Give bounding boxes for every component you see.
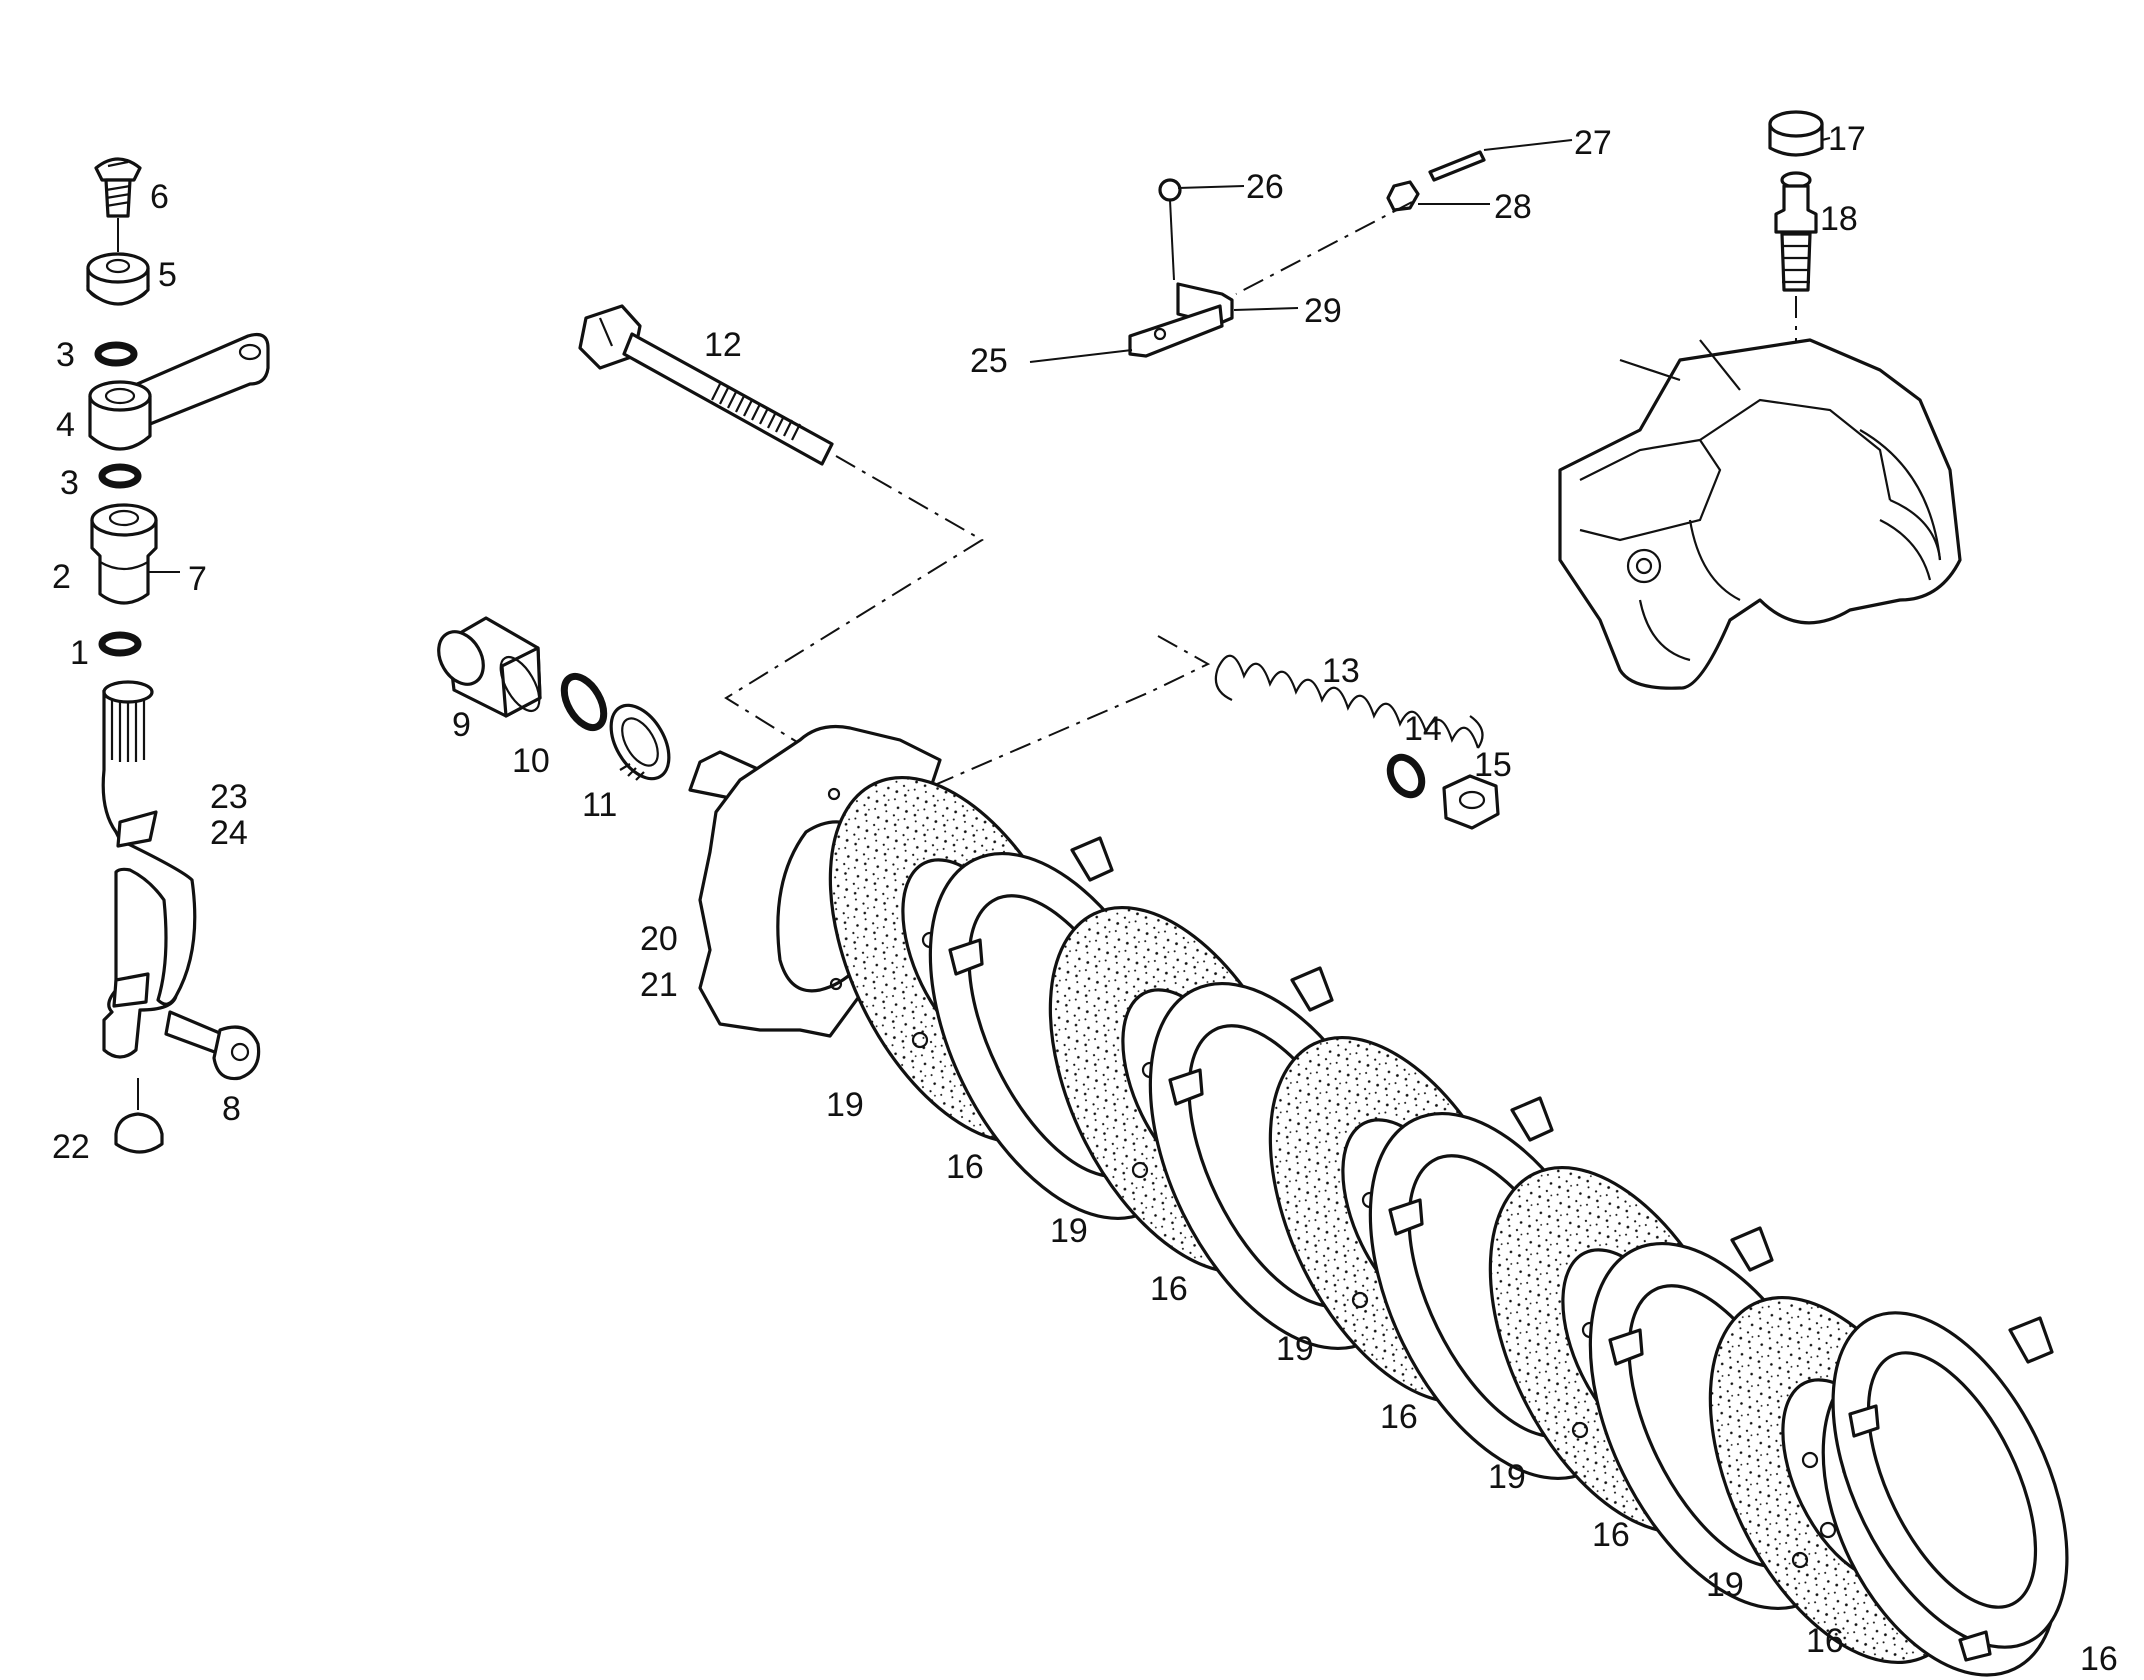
callout-7: 7 [188, 560, 207, 598]
housing [1558, 338, 1962, 690]
centre-line-28 [1235, 201, 1413, 295]
callout-6: 6 [150, 178, 169, 216]
callout-5: 5 [158, 256, 177, 294]
part-3-upper-washer [94, 341, 138, 367]
callout-19-2: 19 [1050, 1212, 1088, 1250]
callout-16-2: 16 [1150, 1270, 1188, 1308]
part-14-washer [1386, 753, 1426, 799]
callout-2: 2 [52, 558, 71, 596]
part-4-pitman-arm [88, 332, 270, 451]
callout-22: 22 [52, 1128, 90, 1166]
callout-14: 14 [1404, 710, 1442, 748]
part-6-screw [94, 157, 142, 218]
callout-21: 21 [640, 966, 678, 1004]
part-10-o-ring [560, 672, 608, 732]
part-13-spring [1214, 654, 1484, 749]
part-29-25-bracket [1128, 282, 1234, 358]
part-1-ring [98, 631, 142, 657]
callout-16-4: 16 [1592, 1516, 1630, 1554]
centre-line-12 [724, 455, 984, 751]
callout-19-3: 19 [1276, 1330, 1314, 1368]
callout-9: 9 [452, 706, 471, 744]
callout-labels: 6 5 3 4 3 2 7 1 23 24 8 22 12 9 10 11 20… [52, 120, 2118, 1678]
part-11-bearing [609, 703, 671, 781]
callout-29: 29 [1304, 292, 1342, 330]
callout-16-3: 16 [1380, 1398, 1418, 1436]
part-3-lower-washer [98, 463, 142, 489]
callout-19-4: 19 [1488, 1458, 1526, 1496]
part-15-nut [1442, 774, 1500, 830]
part-8-bolt [164, 1010, 261, 1081]
callout-23: 23 [210, 778, 248, 816]
steel-plate-16-6 [1831, 1311, 2069, 1662]
part-2-bushing [90, 503, 158, 605]
centre-line-13 [899, 635, 1211, 801]
part-27-stud [1428, 150, 1486, 182]
leader-lines [148, 137, 1831, 573]
callout-16-6: 16 [2080, 1640, 2118, 1678]
callout-27: 27 [1574, 124, 1612, 162]
callout-10: 10 [512, 742, 550, 780]
part-23-24-shaft-arm [101, 680, 197, 1059]
callout-8: 8 [222, 1090, 241, 1128]
part-26-nut [1158, 178, 1182, 281]
callout-16-5: 16 [1806, 1622, 1844, 1660]
callout-11: 11 [582, 786, 617, 824]
callout-19-1: 19 [826, 1086, 864, 1124]
callout-26: 26 [1246, 168, 1284, 206]
callout-3-upper: 3 [56, 336, 75, 374]
callout-1: 1 [70, 634, 89, 672]
callout-15: 15 [1474, 746, 1512, 784]
callout-17: 17 [1828, 120, 1866, 158]
part-17-plug [1768, 110, 1824, 157]
callout-28: 28 [1494, 188, 1532, 226]
callout-12: 12 [704, 326, 742, 364]
callout-24: 24 [210, 814, 248, 852]
callout-18: 18 [1820, 200, 1858, 238]
part-12-long-bolt [578, 304, 834, 466]
part-18-nipple [1774, 171, 1818, 292]
callout-16-1: 16 [946, 1148, 984, 1186]
callout-20: 20 [640, 920, 678, 958]
part-9-sleeve [437, 616, 542, 718]
callout-4: 4 [56, 406, 75, 444]
callout-13: 13 [1322, 652, 1360, 690]
callout-3-lower: 3 [60, 464, 79, 502]
part-5-nut [86, 252, 150, 306]
callout-25: 25 [970, 342, 1008, 380]
part-22-cap [114, 1112, 164, 1154]
callout-19-5: 19 [1706, 1566, 1744, 1604]
